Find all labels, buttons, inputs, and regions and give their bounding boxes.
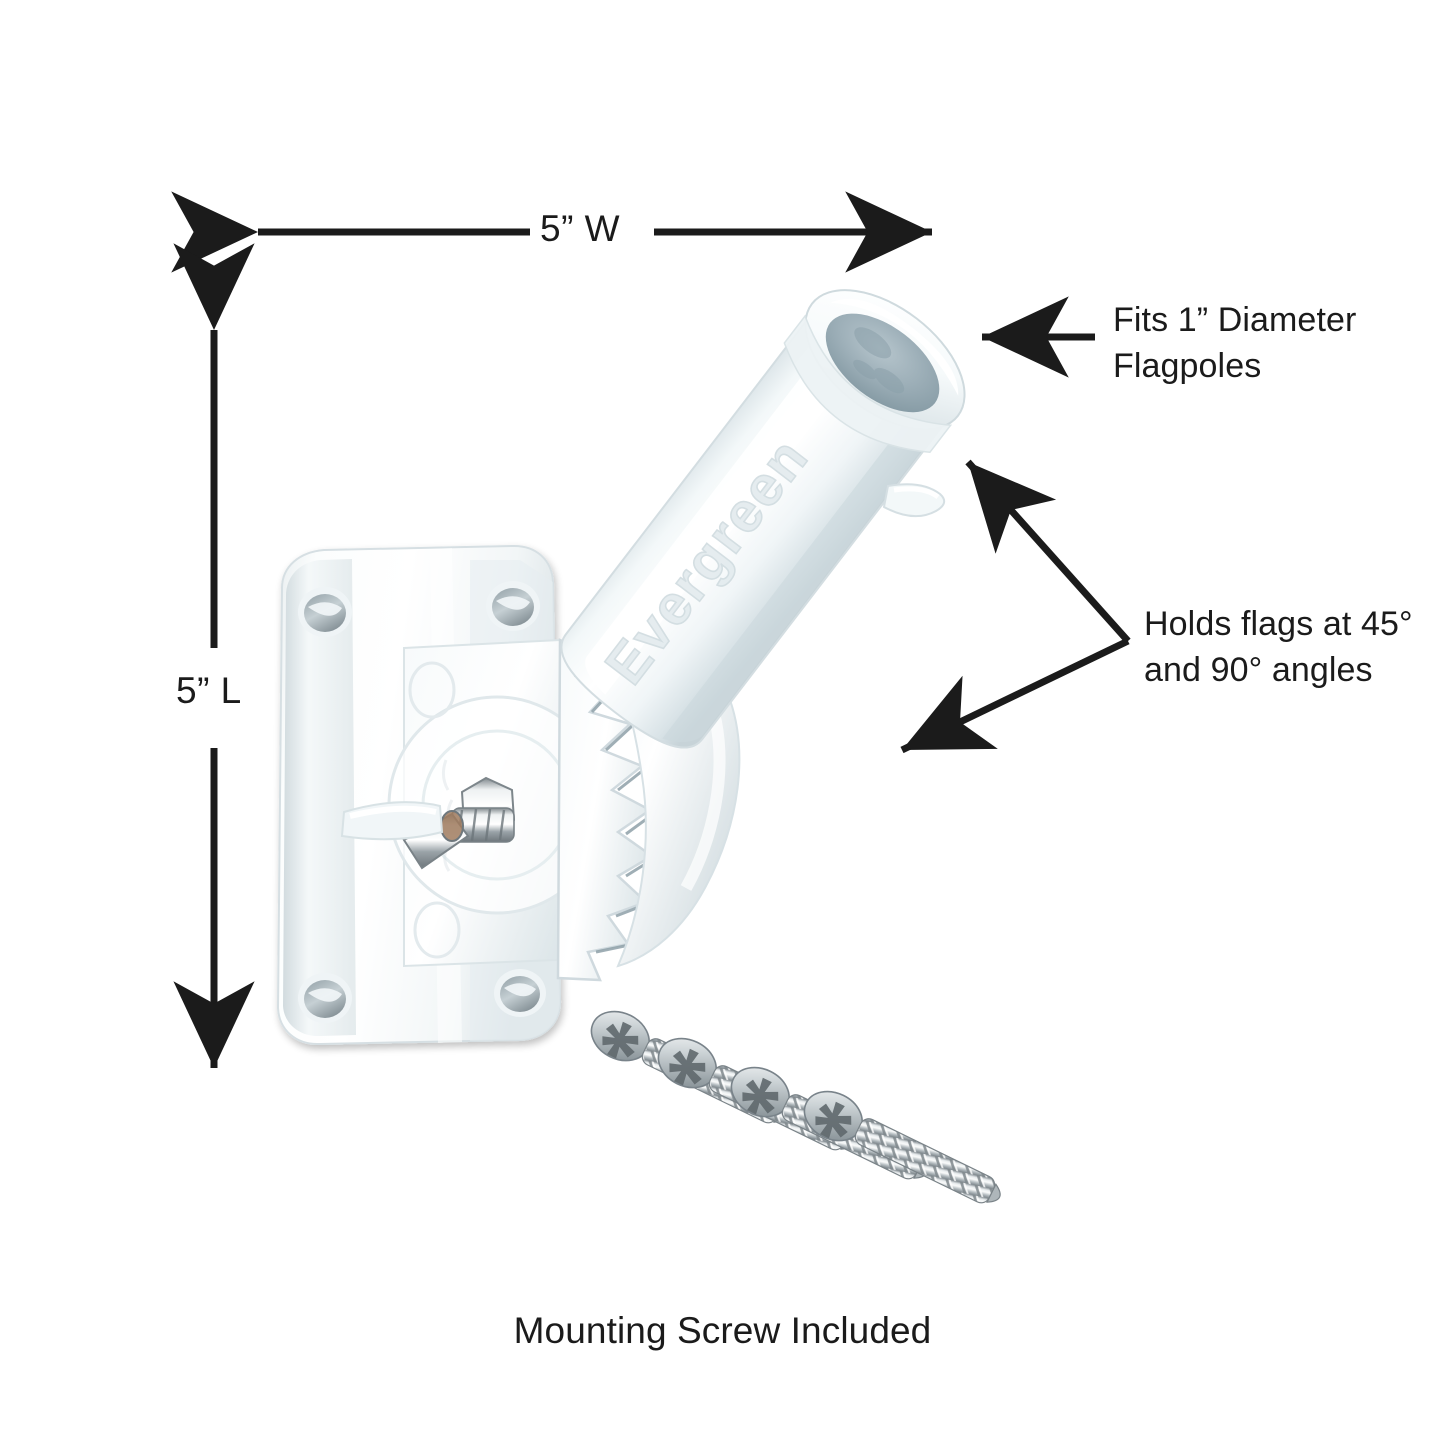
flagpole-tube: Evergreen [560, 289, 966, 749]
width-dimension-label: 5” W [540, 208, 621, 249]
mounting-hole [494, 969, 546, 1017]
mounting-hole [486, 581, 540, 631]
tube-stop-tab [882, 483, 946, 518]
locking-bar [340, 801, 444, 841]
fits-diameter-callout-label: Fits 1” Diameter Flagpoles [1113, 301, 1357, 385]
flagpole-bracket-illustration: Evergreen [276, 289, 1001, 1204]
holds-angles-callout-label: Holds flags at 45° and 90° angles [1144, 605, 1413, 689]
thumb-screw [402, 776, 516, 870]
length-dimension-label: 5” L [176, 670, 242, 711]
mounting-screw [803, 1090, 1001, 1204]
mounting-hole [298, 587, 352, 637]
mounting-screws [590, 1010, 1001, 1204]
mounting-hole [298, 973, 352, 1023]
mounting-holes [298, 581, 546, 1023]
annotation-arrows [171, 191, 1131, 1069]
mounting-screw-caption: Mounting Screw Included [513, 1310, 932, 1351]
holds-angles-leader-arrow [900, 459, 1131, 754]
